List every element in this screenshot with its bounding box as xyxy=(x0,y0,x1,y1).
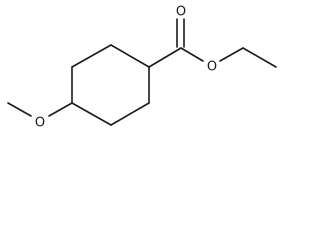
ring-to-methoxy-oxygen-bond xyxy=(48,102,73,117)
carbonyl-oxygen-label: O xyxy=(176,5,186,20)
ester-group: O O xyxy=(148,5,277,75)
ring-bond-1 xyxy=(110,44,150,68)
ethyl-bond xyxy=(242,47,277,68)
cyclohexane-ring xyxy=(71,44,150,126)
ring-bond-2 xyxy=(71,44,112,68)
ring-bond-5 xyxy=(110,102,150,126)
ring-bond-4 xyxy=(71,102,112,126)
methoxy-oxygen-label: O xyxy=(35,116,45,131)
ester-oxygen-label: O xyxy=(207,60,217,75)
methoxy-group: O xyxy=(7,102,73,131)
carbonyl-to-ester-oxygen-bond xyxy=(180,47,204,62)
ester-oxygen-to-ethyl-bond xyxy=(219,47,244,62)
chemical-structure: O O O xyxy=(7,5,277,131)
methoxy-methyl-bond xyxy=(7,102,32,117)
ring-to-carbonyl-bond xyxy=(148,47,182,68)
